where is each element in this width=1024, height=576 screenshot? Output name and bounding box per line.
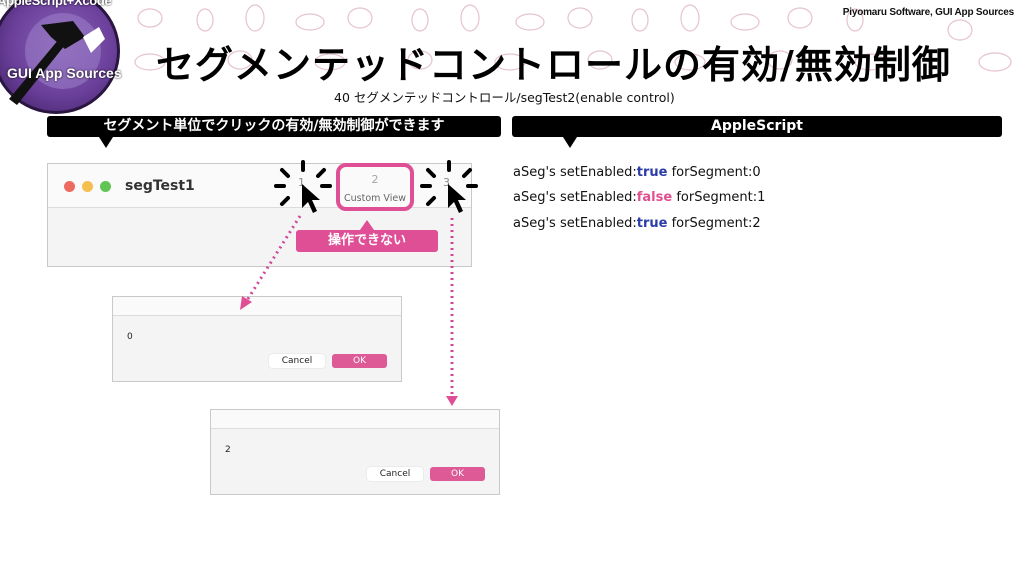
close-button[interactable] xyxy=(64,181,75,192)
code-suffix: forSegment:0 xyxy=(667,165,761,180)
page-title: セグメンテッドコントロールの有効/無効制御 xyxy=(156,43,951,87)
segment-3[interactable]: 3 xyxy=(443,176,450,189)
minimize-button[interactable] xyxy=(82,181,93,192)
dialog-value: 2 xyxy=(225,445,231,455)
code-line-2: aSeg's setEnabled:true forSegment:2 xyxy=(513,216,761,231)
segment-1[interactable]: 1 xyxy=(298,176,305,189)
segment-2-sublabel: Custom View xyxy=(344,193,406,204)
code-prefix: aSeg's setEnabled: xyxy=(513,216,637,231)
brand-label: Piyomaru Software, GUI App Sources xyxy=(842,7,1014,18)
dialog-titlebar xyxy=(211,410,499,429)
segment-2-label: 2 xyxy=(371,173,379,186)
zoom-button[interactable] xyxy=(100,181,111,192)
code-line-0: aSeg's setEnabled:true forSegment:0 xyxy=(513,165,761,180)
window-title: segTest1 xyxy=(125,178,195,194)
ok-button[interactable]: OK xyxy=(332,354,387,368)
code-suffix: forSegment:1 xyxy=(672,190,766,205)
disabled-note: 操作できない xyxy=(296,220,438,252)
cancel-button[interactable]: Cancel xyxy=(269,354,325,368)
code-value-true: true xyxy=(636,165,668,180)
result-dialog-0: 0 Cancel OK xyxy=(112,296,402,382)
logo-top-text: AppleScript+Xcode xyxy=(0,0,112,8)
code-prefix: aSeg's setEnabled: xyxy=(513,165,637,180)
logo-bottom-text: GUI App Sources xyxy=(7,65,122,81)
code-value-false: false xyxy=(636,190,673,205)
decorative-fruit-pattern xyxy=(134,4,1012,72)
hammer-icon xyxy=(9,13,105,105)
code-line-1: aSeg's setEnabled:false forSegment:1 xyxy=(513,190,765,205)
code-suffix: forSegment:2 xyxy=(667,216,761,231)
callout-applescript: AppleScript xyxy=(512,116,1002,148)
logo: AppleScript+Xcode GUI App Sources xyxy=(0,0,122,114)
ok-button[interactable]: OK xyxy=(430,467,485,481)
page-subtitle: 40 セグメンテッドコントロール/segTest2(enable control… xyxy=(334,90,675,105)
result-dialog-2: 2 Cancel OK xyxy=(210,409,500,495)
code-value-true: true xyxy=(636,216,668,231)
cancel-button[interactable]: Cancel xyxy=(367,467,423,481)
dialog-titlebar xyxy=(113,297,401,316)
code-prefix: aSeg's setEnabled: xyxy=(513,190,637,205)
dialog-value: 0 xyxy=(127,332,133,342)
callout-description: セグメント単位でクリックの有効/無効制御ができます xyxy=(47,116,501,148)
window-titlebar: segTest1 1 2 Custom View 3 xyxy=(48,163,471,211)
segment-2-disabled: 2 Custom View xyxy=(336,163,414,211)
arrow-head-icon xyxy=(446,396,458,406)
